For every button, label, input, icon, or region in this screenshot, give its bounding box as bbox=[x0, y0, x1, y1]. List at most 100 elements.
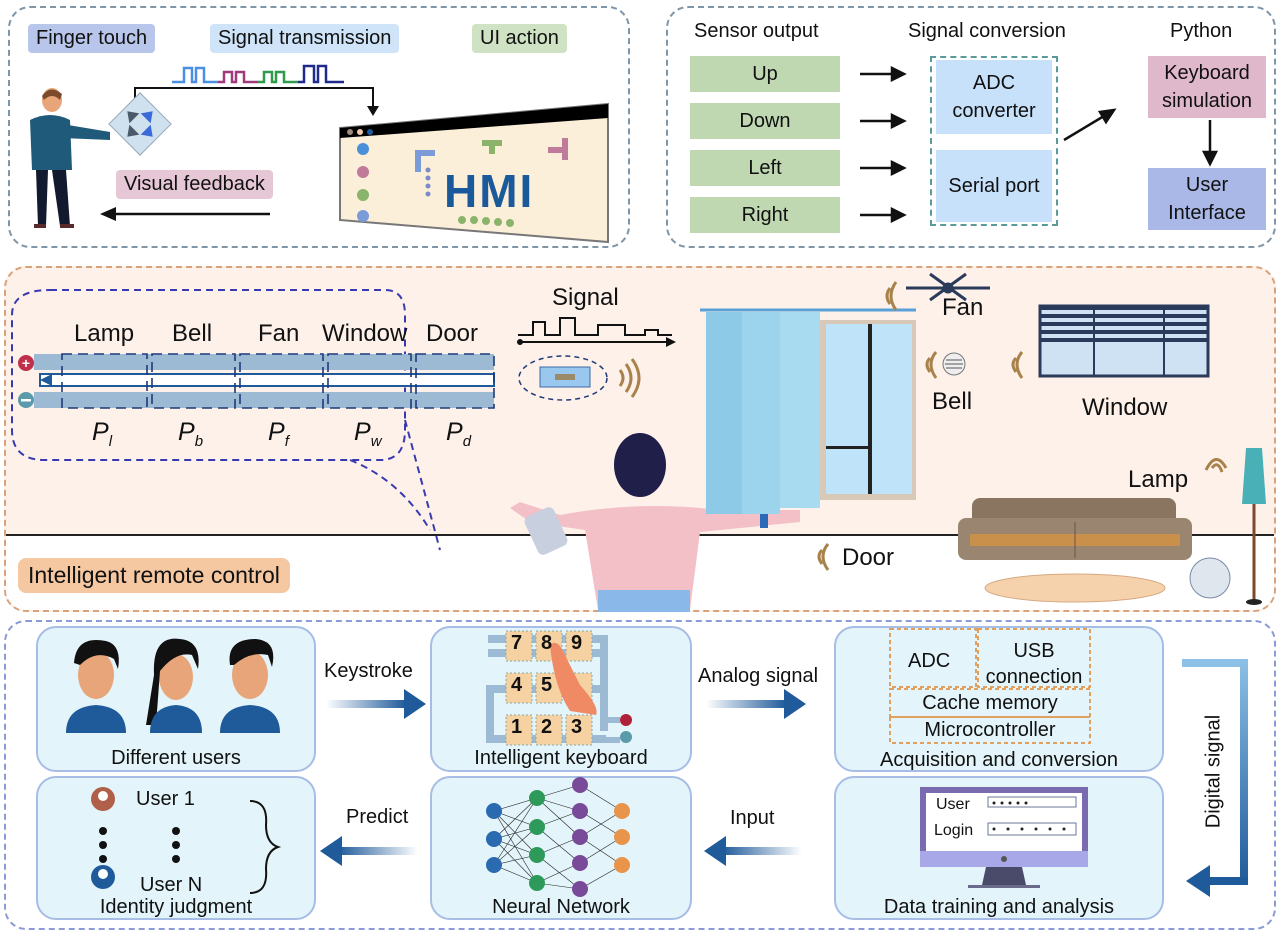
serial-port-box: Serial port bbox=[936, 150, 1052, 222]
positive-terminal-icon bbox=[18, 355, 34, 371]
users-icon bbox=[66, 638, 280, 733]
hmi-screen-title: HMI bbox=[444, 165, 535, 217]
keystroke-arrow bbox=[326, 700, 406, 708]
identity-panel bbox=[4, 620, 1276, 930]
adc-block: ADC bbox=[908, 650, 951, 672]
ceiling-fan-icon bbox=[906, 272, 990, 302]
svg-text:+: + bbox=[22, 355, 30, 371]
login-login-label: Login bbox=[934, 822, 974, 839]
sensor-output-down: Down bbox=[690, 103, 840, 139]
signal-label: Signal bbox=[552, 284, 619, 311]
cache-memory-block: Cache memory bbox=[922, 692, 1058, 714]
caption-identity-judgment: Identity judgment bbox=[99, 896, 253, 918]
arrow-label-keystroke: Keystroke bbox=[324, 660, 413, 682]
rug-icon bbox=[984, 573, 1166, 603]
curtain-icon bbox=[706, 312, 820, 514]
key-1: 1 bbox=[511, 716, 523, 738]
sensor-output-header: Sensor output bbox=[694, 20, 819, 42]
arrow-right-icon bbox=[404, 689, 426, 719]
arrow-left-icon bbox=[40, 374, 52, 386]
sensor-output-up: Up bbox=[690, 56, 840, 92]
predict-arrow bbox=[338, 847, 418, 855]
dpad-icon bbox=[108, 92, 172, 156]
acquisition-blocks bbox=[889, 628, 1091, 744]
sensor-label-fan: Fan bbox=[258, 320, 300, 347]
wireless-icon bbox=[618, 358, 641, 398]
caption-acquisition: Acquisition and conversion bbox=[880, 749, 1118, 771]
arrow-left-icon bbox=[320, 836, 342, 866]
keypad-icon bbox=[486, 630, 632, 746]
positive-terminal-icon bbox=[620, 714, 632, 726]
room-label-window: Window bbox=[1082, 394, 1168, 421]
pressure-symbol-window: Pw bbox=[354, 418, 382, 450]
microcontroller-block: Microcontroller bbox=[924, 719, 1056, 741]
arrow-left-icon bbox=[1186, 865, 1210, 897]
room-label-lamp: Lamp bbox=[1128, 466, 1189, 493]
caption-data-training: Data training and analysis bbox=[883, 896, 1115, 918]
pulse-waveform-icon bbox=[172, 64, 344, 84]
room-label-bell: Bell bbox=[932, 388, 973, 415]
sensor-label-bell: Bell bbox=[172, 320, 213, 347]
arrow-down-icon bbox=[1201, 150, 1219, 167]
signal-channel bbox=[39, 373, 495, 387]
beach-ball-icon bbox=[1189, 557, 1231, 599]
python-header: Python bbox=[1170, 20, 1233, 42]
neural-network-card bbox=[430, 776, 692, 920]
hmi-screen bbox=[339, 102, 609, 244]
neural-network-icon bbox=[486, 777, 630, 897]
input-arrow bbox=[722, 847, 802, 855]
sensor-label-window: Window bbox=[322, 320, 408, 347]
signal-transmission-tag: Signal transmission bbox=[210, 24, 400, 53]
arrow-label-predict: Predict bbox=[346, 806, 409, 828]
wireless-icon bbox=[925, 351, 1024, 379]
signal-waveform-icon bbox=[518, 317, 672, 336]
arrow-right-icon bbox=[890, 159, 907, 177]
electrode-top bbox=[34, 354, 494, 370]
signal-conversion-header: Signal conversion bbox=[908, 20, 1066, 42]
sensor-zoom-bubble bbox=[11, 289, 406, 461]
arrow-diagonal-icon bbox=[1097, 108, 1117, 125]
usb-block: USB connection bbox=[985, 640, 1083, 688]
arrow-right-icon bbox=[890, 112, 907, 130]
caption-neural-network: Neural Network bbox=[492, 896, 630, 918]
arrow-down-icon bbox=[367, 106, 379, 116]
key-8: 8 bbox=[541, 632, 553, 654]
digital-arrow bbox=[1182, 659, 1248, 667]
arrow-right-icon bbox=[784, 689, 806, 719]
room-label-fan: Fan bbox=[942, 294, 984, 321]
user-input-field bbox=[987, 796, 1077, 808]
identity-user-n: User N bbox=[140, 874, 203, 896]
sensor-label-door: Door bbox=[426, 320, 479, 347]
brace-icon bbox=[249, 800, 282, 894]
visual-feedback-tag: Visual feedback bbox=[116, 170, 273, 199]
sliding-door-icon bbox=[820, 320, 916, 500]
arrow-right-icon bbox=[890, 206, 907, 224]
identity-user-1: User 1 bbox=[136, 788, 195, 810]
wireless-icon bbox=[817, 458, 1228, 571]
negative-terminal-icon bbox=[620, 731, 632, 743]
ui-action-tag: UI action bbox=[472, 24, 567, 53]
floor-lamp-icon bbox=[1242, 448, 1266, 605]
signal-connector-line bbox=[134, 87, 374, 110]
arrow-label-digital: Digital signal bbox=[1202, 714, 1225, 829]
key-2: 2 bbox=[541, 716, 553, 738]
caption-intelligent-keyboard: Intelligent keyboard bbox=[474, 747, 648, 769]
arrow-label-analog: Analog signal bbox=[698, 665, 819, 687]
key-4: 4 bbox=[511, 674, 523, 696]
user-interface-box: User Interface bbox=[1148, 168, 1266, 230]
room-label-door: Door bbox=[842, 544, 895, 571]
key-7: 7 bbox=[511, 632, 523, 654]
remote-control-illustration: + bbox=[11, 272, 1266, 612]
intelligent-remote-control-title: Intelligent remote control bbox=[18, 558, 290, 593]
identity-illustration bbox=[66, 628, 1248, 897]
window-blinds-icon bbox=[1038, 304, 1210, 378]
conversion-group bbox=[930, 56, 1058, 226]
login-input-field bbox=[987, 822, 1077, 836]
person-icon bbox=[510, 433, 800, 612]
conversion-arrows bbox=[860, 65, 1219, 224]
arrow-left-icon bbox=[100, 207, 116, 221]
login-user-label: User bbox=[936, 796, 970, 813]
arrow-label-input: Input bbox=[730, 807, 775, 829]
sensor-label-lamp: Lamp bbox=[74, 320, 135, 347]
person-icon bbox=[30, 88, 110, 228]
